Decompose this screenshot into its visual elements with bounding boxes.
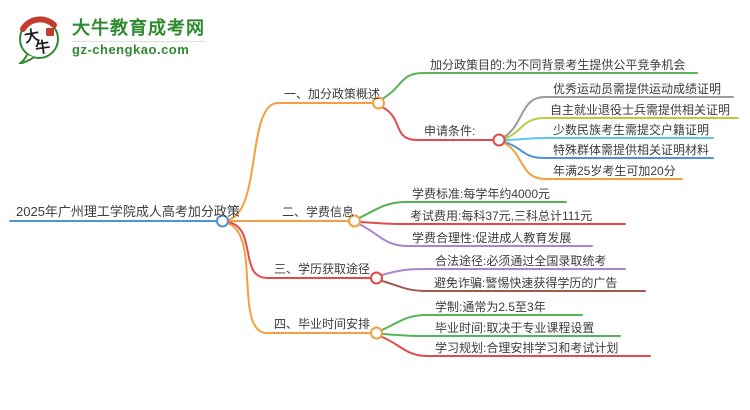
edge-cond-veteran [503, 117, 739, 140]
edge-legal-path [381, 268, 626, 276]
node-tuition-standard[interactable]: 学费标准:每学年约4000元 [412, 187, 551, 201]
edge-tuition-standard [358, 201, 567, 219]
overview-node-toggle[interactable] [372, 96, 385, 110]
node-graduation-schedule[interactable]: 四、毕业时间安排 [274, 317, 371, 331]
brand-name: 大牛教育成考网 [72, 17, 205, 38]
speech-bubble-tail [18, 54, 35, 64]
node-policy-purpose[interactable]: 加分政策目的:为不同背景考生提供公平竞争机会 [430, 58, 686, 72]
node-cond-veteran[interactable]: 自主就业退役士兵需提供相关证明 [550, 103, 731, 117]
node-application-conditions[interactable]: 申请条件: [424, 124, 476, 138]
node-cond-minority[interactable]: 少数民族考生需提交户籍证明 [553, 123, 710, 137]
edge-root-to-graduation [225, 222, 372, 334]
node-cond-special-group[interactable]: 特殊群体需提供相关证明材料 [553, 143, 710, 157]
logo-seal [46, 28, 54, 36]
edge-cond-minority [504, 137, 714, 141]
edge-exam-fee [359, 221, 626, 225]
site-logo[interactable]: 大 牛 大牛教育成考网 gz-chengkao.com [14, 12, 205, 64]
edge-study-plan [381, 336, 651, 357]
edge-root-to-degree-path [226, 221, 372, 279]
node-tuition-info[interactable]: 二、学费信息 [282, 205, 355, 219]
graduation-node-toggle[interactable] [370, 326, 383, 340]
edge-overview-to-conditions [381, 106, 494, 141]
node-legal-path[interactable]: 合法途径:必须通过全国录取统考 [435, 254, 607, 268]
edge-cond-athlete [503, 96, 734, 138]
edge-tuition-rationality [358, 223, 593, 247]
edge-cond-special-group [503, 141, 714, 159]
node-root-title[interactable]: 2025年广州理工学院成人高考加分政策 [16, 204, 240, 219]
logo-char-bottom: 牛 [34, 38, 51, 58]
logo-red-arc [20, 16, 57, 32]
degree-path-node-toggle[interactable] [370, 271, 383, 285]
node-graduation-time[interactable]: 毕业时间:取决于专业课程设置 [435, 321, 595, 335]
node-study-length[interactable]: 学制:通常为2.5至3年 [435, 300, 546, 314]
edge-study-length [381, 314, 583, 331]
brand-domain: gz-chengkao.com [72, 40, 205, 57]
root-node-toggle[interactable] [216, 214, 229, 228]
tuition-node-toggle[interactable] [348, 214, 361, 228]
logo-char-top: 大 [23, 26, 41, 46]
conditions-node-toggle[interactable] [492, 133, 506, 147]
node-study-plan[interactable]: 学习规划:合理安排学习和考试计划 [435, 341, 619, 355]
node-degree-path[interactable]: 三、学历获取途径 [274, 262, 371, 276]
daniu-logo-icon: 大 牛 [18, 16, 59, 64]
node-exam-fee[interactable]: 考试费用:每科37元,三科总计111元 [410, 209, 593, 223]
node-cond-age25[interactable]: 年满25岁考生可加20分 [553, 164, 676, 178]
node-policy-overview[interactable]: 一、加分政策概述 [284, 87, 381, 101]
node-cond-athlete[interactable]: 优秀运动员需提供运动成绩证明 [553, 82, 722, 96]
node-tuition-rationality[interactable]: 学费合理性:促进成人教育发展 [412, 231, 572, 245]
edge-cond-age25 [503, 142, 683, 180]
edge-avoid-fraud [381, 280, 646, 292]
node-avoid-fraud[interactable]: 避免诈骗:警惕快速获得学历的广告 [434, 276, 618, 290]
edge-graduation-time [381, 333, 621, 337]
edge-overview-to-purpose [381, 72, 698, 100]
edge-root-to-overview [226, 102, 374, 221]
